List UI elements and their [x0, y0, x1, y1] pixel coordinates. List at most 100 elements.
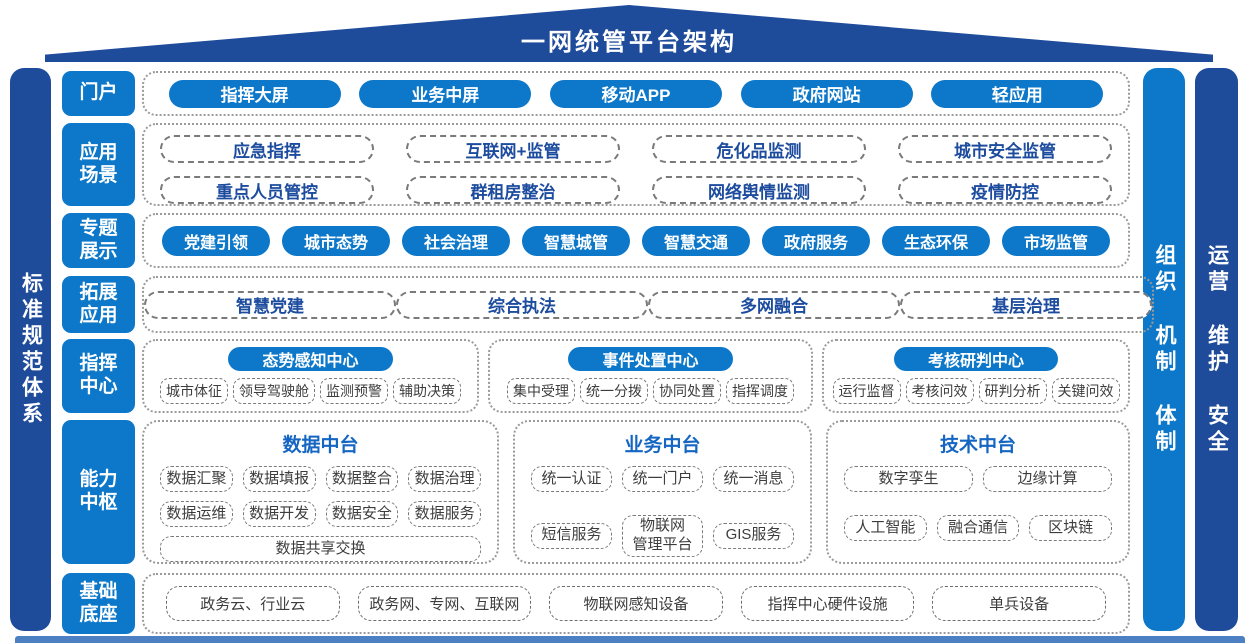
scenario-pill: 重点人员管控 — [160, 176, 374, 204]
platform-box: 边缘计算 — [983, 466, 1112, 492]
platform-box: 数据共享交换 — [160, 536, 481, 562]
right-bar-operations-label: 运营 维护 安全 — [1205, 243, 1229, 456]
platform-box: 统一认证 — [531, 466, 612, 492]
platform-data-row3: 数据共享交换 — [160, 536, 481, 562]
platform-box: 数据开发 — [242, 501, 316, 527]
topic-pill: 社会治理 — [401, 225, 510, 256]
foundation-box: 单兵设备 — [932, 586, 1106, 621]
row-label-command: 指挥 中心 — [62, 339, 135, 413]
center-assessment: 考核研判中心 运行监督考核问效研判分析关键问效 — [822, 339, 1130, 413]
center-item: 监测预警 — [320, 378, 388, 404]
foundation-box: 指挥中心硬件设施 — [740, 586, 915, 621]
platform-box: 统一门户 — [622, 466, 703, 492]
row-label-topics: 专题 展示 — [62, 213, 135, 268]
platform-technology: 技术中台 数字孪生边缘计算 人工智能融合通信区块链 — [826, 420, 1130, 564]
row-label-capability: 能力 中枢 — [62, 420, 135, 564]
platform-box: 数字孪生 — [844, 466, 973, 492]
row-extensions: 拓展 应用 智慧党建综合执法多网融合基层治理 — [62, 276, 1154, 333]
topic-pill: 党建引领 — [161, 225, 270, 256]
center-item: 集中受理 — [507, 378, 575, 404]
foundation-box-list: 政务云、行业云政务网、专网、互联网物联网感知设备指挥中心硬件设施单兵设备 — [142, 573, 1130, 634]
topic-pill: 城市态势 — [281, 225, 390, 256]
platform-box: 短信服务 — [531, 522, 612, 549]
row-topics: 专题 展示 党建引领城市态势社会治理智慧城管智慧交通政府服务生态环保市场监管 — [62, 213, 1130, 268]
scenario-pill: 应急指挥 — [160, 135, 374, 163]
center-assessment-title: 考核研判中心 — [893, 347, 1058, 371]
topic-pill: 市场监管 — [1001, 225, 1110, 256]
scenario-pill: 网络舆情监测 — [652, 176, 866, 204]
row-command-centers: 指挥 中心 态势感知中心 城市体征领导驾驶舱监测预警辅助决策 事件处置中心 集中… — [62, 339, 1130, 413]
row-foundation: 基础 底座 政务云、行业云政务网、专网、互联网物联网感知设备指挥中心硬件设施单兵… — [62, 573, 1130, 634]
scenario-pill: 危化品监测 — [652, 135, 866, 163]
platform-business: 业务中台 统一认证统一门户统一消息 短信服务物联网 管理平台 GIS服务 — [513, 420, 812, 564]
topic-pill: 智慧城管 — [521, 225, 630, 256]
platform-box: 数据安全 — [325, 501, 399, 527]
topic-pill: 政府服务 — [761, 225, 870, 256]
portal-pill: 轻应用 — [931, 79, 1104, 108]
platform-box: 数据填报 — [242, 466, 316, 492]
row-capability: 能力 中枢 数据中台 数据汇聚数据填报数据整合数据治理 数据运维数据开发数据安全… — [62, 420, 1130, 564]
center-situation-items: 城市体征领导驾驶舱监测预警辅助决策 — [148, 378, 473, 404]
topic-pill: 智慧交通 — [641, 225, 750, 256]
platform-box: 数据服务 — [408, 501, 481, 527]
platform-box: 物联网 管理平台 — [622, 515, 703, 557]
platform-box: 数据运维 — [160, 501, 233, 527]
row-scenarios: 应用 场景 应急指挥互联网+监管危化品监测城市安全监管重点人员管控群租房整治网络… — [62, 123, 1130, 206]
left-bar-standards: 标准规范体系 — [10, 68, 51, 631]
center-incident-items: 集中受理统一分拨协同处置指挥调度 — [494, 378, 807, 404]
platform-technology-row2: 人工智能融合通信区块链 — [844, 515, 1113, 541]
platform-data-row2: 数据运维数据开发数据安全数据服务 — [160, 501, 481, 527]
center-assessment-items: 运行监督考核问效研判分析关键问效 — [828, 378, 1124, 404]
portal-pill: 政府网站 — [740, 79, 913, 108]
extension-pill: 多网融合 — [648, 290, 900, 319]
foundation-box: 政务云、行业云 — [166, 586, 340, 621]
scenario-pill: 城市安全监管 — [898, 135, 1112, 163]
bottom-strip — [15, 636, 1245, 643]
platform-data-title: 数据中台 — [282, 435, 359, 456]
center-incident: 事件处置中心 集中受理统一分拨协同处置指挥调度 — [488, 339, 813, 413]
center-item: 辅助决策 — [393, 378, 461, 404]
center-situation: 态势感知中心 城市体征领导驾驶舱监测预警辅助决策 — [142, 339, 479, 413]
platform-box: 区块链 — [1029, 515, 1113, 541]
portal-pill: 业务中屏 — [359, 79, 532, 108]
center-item: 领导驾驶舱 — [233, 378, 315, 404]
page-title: 一网统管平台架构 — [521, 29, 737, 56]
roof-banner: 一网统管平台架构 — [45, 5, 1213, 62]
platform-box: 人工智能 — [844, 515, 927, 541]
platform-business-row1: 统一认证统一门户统一消息 — [531, 466, 794, 492]
scenario-pill: 互联网+监管 — [406, 135, 620, 163]
row-label-scenarios: 应用 场景 — [62, 123, 135, 206]
right-bar-operations: 运营 维护 安全 — [1195, 68, 1238, 631]
platform-technology-title: 技术中台 — [939, 435, 1016, 456]
center-incident-title: 事件处置中心 — [568, 347, 733, 371]
center-item: 研判分析 — [978, 378, 1047, 404]
platform-box: GIS服务 — [713, 522, 794, 549]
platform-business-title: 业务中台 — [624, 435, 701, 456]
platform-technology-row1: 数字孪生边缘计算 — [844, 466, 1112, 492]
platform-box: 数据整合 — [325, 466, 399, 492]
center-situation-title: 态势感知中心 — [228, 347, 393, 371]
platform-business-row2: 短信服务物联网 管理平台 GIS服务 — [531, 515, 794, 557]
center-item: 城市体征 — [160, 378, 228, 404]
scenario-pill-list: 应急指挥互联网+监管危化品监测城市安全监管重点人员管控群租房整治网络舆情监测疫情… — [142, 123, 1130, 206]
right-bar-organization: 组织 机制 体制 — [1143, 68, 1185, 631]
scenario-pill: 疫情防控 — [898, 176, 1112, 204]
platform-box: 统一消息 — [713, 466, 794, 492]
command-centers: 态势感知中心 城市体征领导驾驶舱监测预警辅助决策 事件处置中心 集中受理统一分拨… — [142, 339, 1130, 413]
platform-data-row1: 数据汇聚数据填报数据整合数据治理 — [160, 466, 481, 492]
capability-platforms: 数据中台 数据汇聚数据填报数据整合数据治理 数据运维数据开发数据安全数据服务 数… — [142, 420, 1130, 564]
extension-pill: 综合执法 — [396, 290, 648, 319]
topic-pill-list: 党建引领城市态势社会治理智慧城管智慧交通政府服务生态环保市场监管 — [142, 213, 1130, 268]
center-item: 统一分拨 — [580, 378, 648, 404]
center-item: 协同处置 — [653, 378, 721, 404]
row-label-portal: 门户 — [62, 71, 135, 116]
foundation-box: 物联网感知设备 — [549, 586, 723, 621]
foundation-box: 政务网、专网、互联网 — [357, 586, 532, 621]
extension-pill: 基层治理 — [900, 290, 1152, 319]
row-label-extensions: 拓展 应用 — [62, 276, 135, 333]
center-item: 考核问效 — [905, 378, 974, 404]
right-bar-organization-label: 组织 机制 体制 — [1153, 243, 1176, 456]
portal-pill: 指挥大屏 — [168, 79, 341, 108]
